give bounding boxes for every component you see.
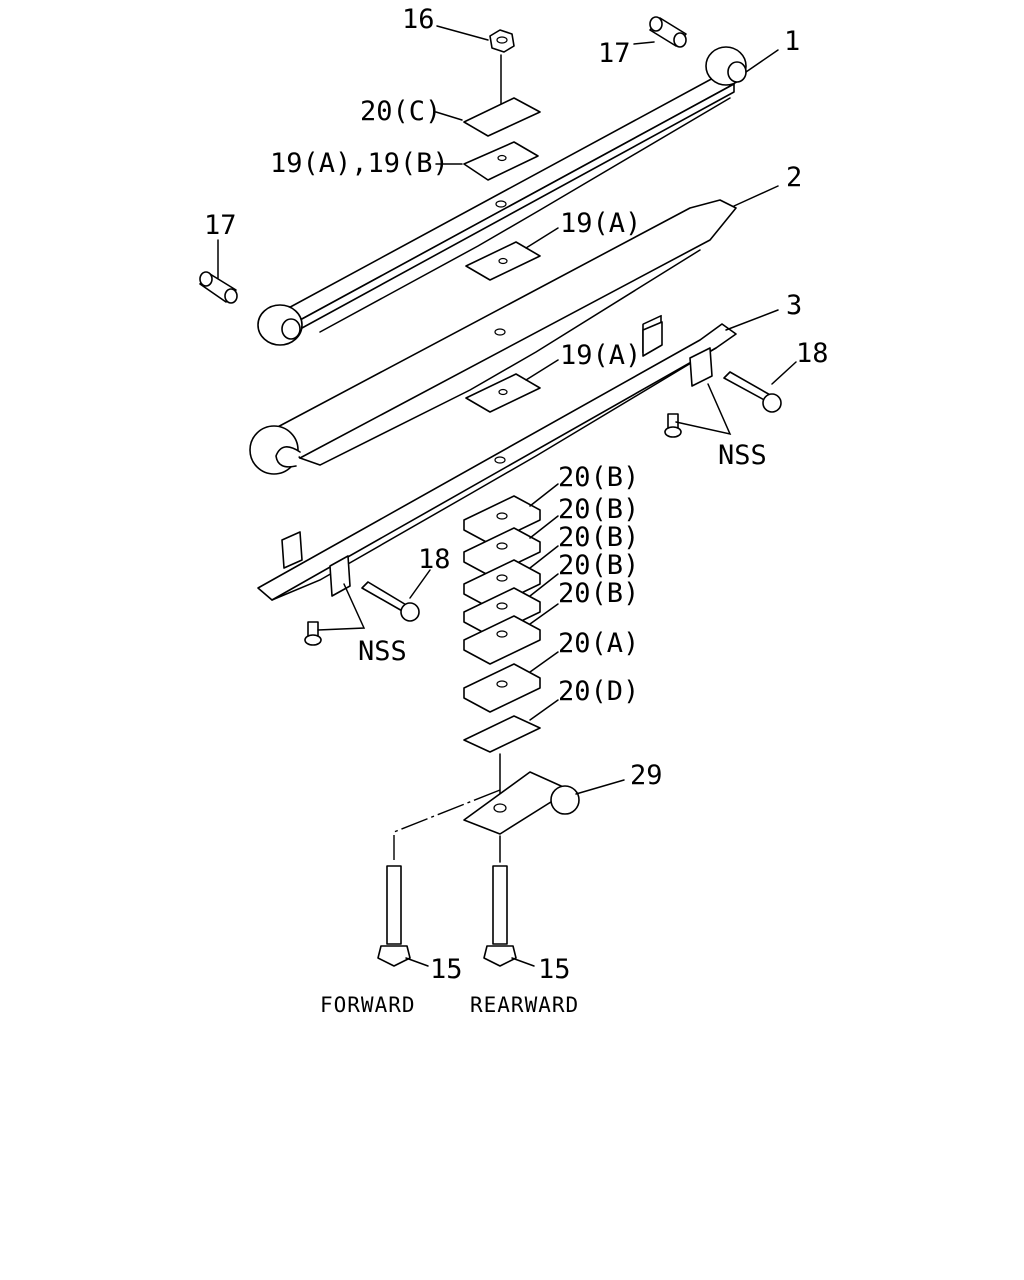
plate-20d (463, 715, 541, 753)
callout-20b-5: 20(B) (558, 578, 639, 609)
rivet-left (304, 621, 322, 646)
callout-nss-left: NSS (358, 636, 407, 667)
nut (489, 29, 515, 53)
callout-19a-first: 19(A) (560, 208, 641, 239)
callout-3: 3 (786, 290, 802, 321)
rivet-right (664, 413, 682, 438)
callout-19a-second: 19(A) (560, 340, 641, 371)
callout-20d: 20(D) (558, 676, 639, 707)
plate-20c (463, 97, 541, 137)
callout-17-left: 17 (204, 210, 237, 241)
callout-20c: 20(C) (360, 96, 441, 127)
callout-19ab: 19(A),19(B) (270, 148, 449, 179)
callout-18-right: 18 (796, 338, 829, 369)
callout-20b-1: 20(B) (558, 462, 639, 493)
callout-20b-4: 20(B) (558, 550, 639, 581)
label-forward: FORWARD (320, 993, 416, 1017)
leaf-spring-third-leaf (257, 314, 737, 601)
leaf-spring-second-leaf (249, 199, 737, 475)
bolt-left (361, 581, 420, 622)
callout-20a: 20(A) (558, 628, 639, 659)
bolt-forward (377, 865, 411, 967)
leader-lines (217, 25, 797, 967)
spring-seat (463, 771, 580, 835)
bolt-right (723, 371, 782, 413)
callout-1: 1 (784, 26, 800, 57)
callout-2: 2 (786, 162, 802, 193)
callout-20b-3: 20(B) (558, 522, 639, 553)
label-rearward: REARWARD (470, 993, 579, 1017)
callout-15-rearward: 15 (538, 954, 571, 985)
bushing-left (199, 271, 238, 304)
bushing-top-right (649, 16, 687, 48)
callout-29: 29 (630, 760, 663, 791)
callout-20b-2: 20(B) (558, 494, 639, 525)
callout-16: 16 (402, 4, 435, 35)
callout-17-top: 17 (598, 38, 631, 69)
callout-nss-right: NSS (718, 440, 767, 471)
bolt-rearward (483, 865, 517, 967)
leaf-spring-main-leaf (257, 46, 747, 346)
spacer-stack (463, 495, 541, 753)
callout-15-forward: 15 (430, 954, 463, 985)
callout-18-left: 18 (418, 544, 451, 575)
